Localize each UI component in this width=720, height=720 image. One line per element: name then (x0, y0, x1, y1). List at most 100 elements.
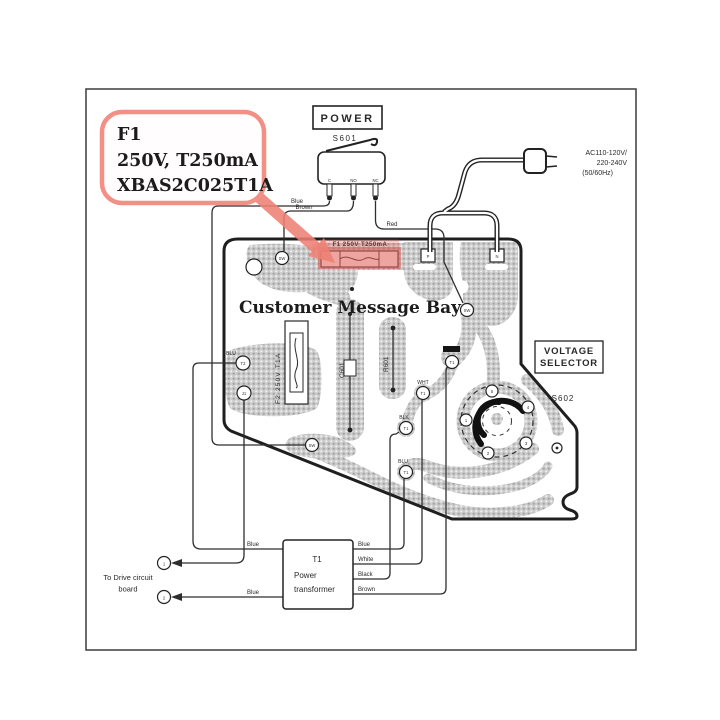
fuse-f1-highlight (318, 247, 401, 269)
selector-num: 4 (527, 405, 530, 410)
wire-label-black: Black (358, 572, 374, 578)
tag-blu: BLU (226, 351, 236, 357)
pad-label: SW (464, 308, 471, 313)
wire-labels: Blue Brown Red Blue Blue Blue White Blac… (247, 199, 398, 596)
c601-label: C601 (339, 362, 346, 378)
selector-num: 2 (487, 451, 490, 456)
ac-rating-line2: 220-240V (597, 160, 628, 167)
callout-line-1: F1 (117, 125, 142, 145)
pad-t1-wht (415, 385, 431, 401)
wire-label-brown: Brown (358, 587, 375, 593)
pad-label: J1 (242, 391, 247, 396)
capacitor-c601 (343, 312, 357, 433)
wire-label-red: Red (386, 222, 397, 228)
drive-terminal-2-label: 2 (163, 596, 166, 601)
transformer-line3: transformer (294, 585, 335, 594)
drive-caption-1: To Drive circuit (103, 573, 153, 582)
selector-pos-2 (481, 446, 495, 460)
ac-rating-line1: AC110-120V/ (585, 150, 627, 157)
pad-sw-right (459, 302, 475, 318)
pad-t1 (444, 354, 460, 370)
fuse-f2 (284, 320, 309, 405)
jumper-bar (443, 346, 460, 352)
wire-blue-transformer (353, 479, 405, 550)
pad-j1 (236, 385, 252, 401)
r601-label: R601 (383, 356, 390, 372)
pad-label: T2 (241, 361, 247, 366)
transformer-line2: Power (294, 571, 317, 580)
arrow-head (171, 593, 182, 601)
fuse-f1-label: F1 250V T250mA (333, 242, 388, 248)
pad-label: SW (279, 256, 286, 261)
voltage-selector-box (534, 340, 604, 374)
callout-arrow-head (308, 238, 335, 263)
terminal-nc: NC (372, 178, 378, 183)
switch-lever (325, 137, 379, 152)
selector-num: 5 (491, 389, 494, 394)
mounting-hole (245, 258, 263, 276)
drive-board-terminals: 1 2 To Drive circuit board (103, 555, 172, 605)
solder-slot (413, 264, 436, 270)
solder-pads: SW SW SW T2 J1 T1 T1 T1 T1 P N BLU WHT B… (226, 248, 505, 480)
wire-blue-switch (211, 200, 331, 446)
drive-terminal-1 (156, 555, 172, 571)
selector-pos-3 (519, 436, 533, 450)
selector-num: 3 (525, 441, 528, 446)
drive-caption-2: board (118, 585, 137, 594)
wire-blue-t2 (192, 362, 283, 550)
wire-label-blue: Blue (291, 199, 304, 205)
power-label-box (312, 105, 383, 130)
transformer-ref: T1 (312, 555, 322, 564)
wire-drive-1 (180, 400, 245, 564)
rotary-selector: 5 4 1 3 2 (459, 384, 535, 460)
callout-box (99, 109, 267, 206)
tag-wht: WHT (417, 380, 428, 386)
terminal-c: C (328, 178, 331, 183)
power-title: POWER (320, 113, 374, 125)
plug-icon (523, 148, 558, 174)
board-hole (455, 280, 469, 294)
terminal-no: NO (350, 178, 357, 183)
wire-label-brown: Brown (295, 205, 312, 211)
voltage-selector-label: VOLTAGE SELECTOR S602 (534, 340, 604, 403)
selector-pos-5 (485, 384, 499, 398)
arrow-head (171, 559, 182, 567)
drive-terminal-2 (156, 589, 172, 605)
transformer-box (282, 539, 354, 610)
fuse-f2-label: F2 250V T1A (275, 353, 282, 404)
pad-label: N (495, 254, 498, 259)
pad-sw-bottom (304, 437, 320, 453)
selector-arc (472, 397, 526, 447)
board-title: Customer Message Bay (239, 298, 462, 318)
voltage-title-2: SELECTOR (540, 358, 598, 369)
annotation-overlay: F1 250V, T250mA XBAS2C025T1A (99, 109, 401, 269)
pad-label: P (427, 254, 430, 259)
solder-slot (485, 264, 508, 270)
pad-t1-blu (398, 464, 414, 480)
wire-label-blue: Blue (358, 542, 371, 548)
selector-pos-4 (521, 400, 535, 414)
tag-blk: BLK (399, 415, 409, 421)
selector-pos-1 (459, 413, 473, 427)
wire-label-white: White (358, 557, 374, 563)
pcb-outline (222, 237, 579, 521)
tag-blu-2: BLU (398, 459, 408, 465)
transformer-t1: T1 Power transformer (282, 539, 354, 610)
selector-num: 1 (465, 418, 468, 423)
pad-label: T1 (450, 360, 456, 365)
ac-rating-line3: (50/60Hz) (582, 170, 613, 177)
pad-t2 (235, 355, 251, 371)
power-switch-s601: POWER S601 C NO NC (312, 105, 386, 201)
resistor-r601 (390, 325, 396, 393)
voltage-title-1: VOLTAGE (544, 346, 594, 357)
wire-black-transformer (353, 431, 400, 580)
wire-red-switch (374, 201, 464, 304)
callout-arrow-shaft (249, 189, 322, 253)
power-cord: AC110-120V/ 220-240V (50/60Hz) (427, 148, 628, 252)
pad-label: T1 (421, 391, 427, 396)
wire-label-blue: Blue (247, 542, 260, 548)
pad-t1-blk (398, 420, 414, 436)
callout-line-3: XBAS2C025T1A (117, 176, 273, 196)
